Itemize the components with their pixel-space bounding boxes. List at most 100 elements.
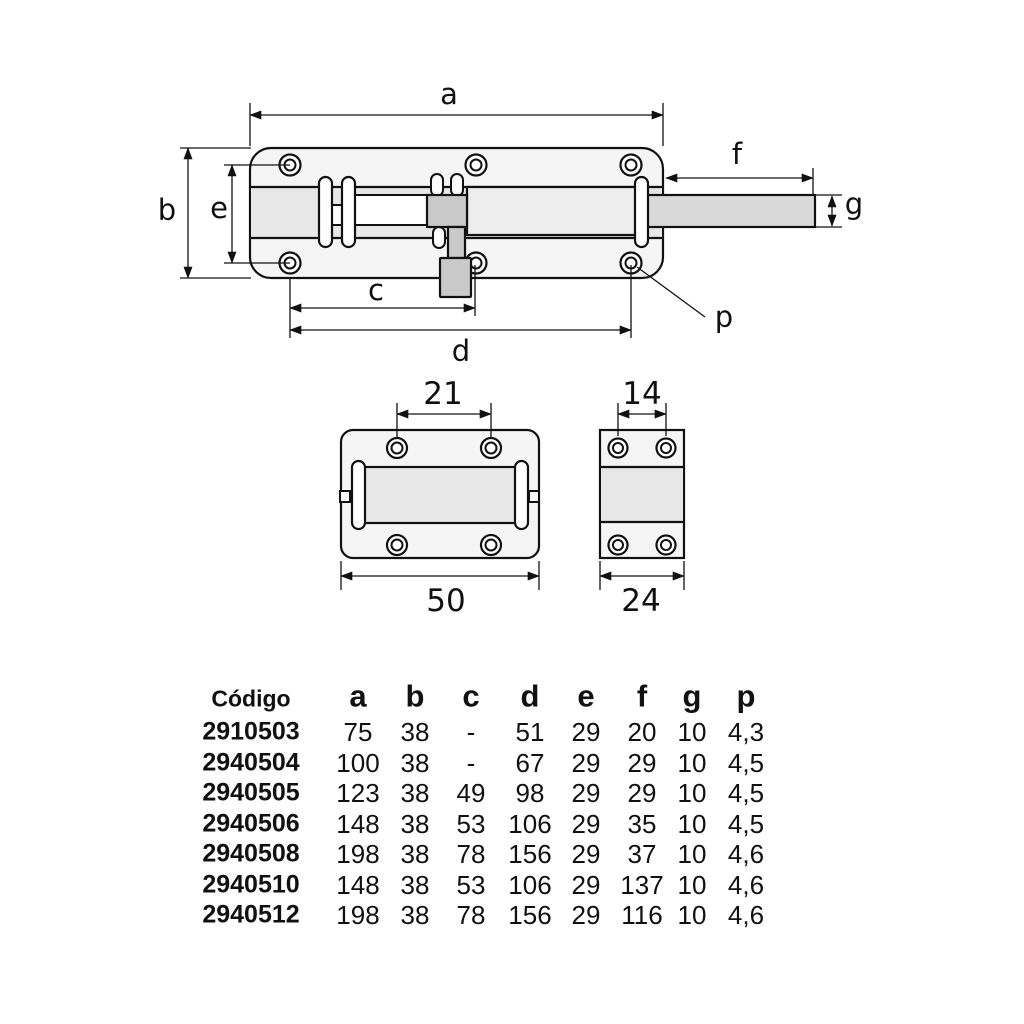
col-header-p: p <box>736 678 756 714</box>
dimension-value: 4,5 <box>727 808 765 839</box>
dimension-value: 148 <box>336 808 380 839</box>
dimension-value: 100 <box>336 747 380 778</box>
dim-label-f: f <box>732 137 743 171</box>
guide-slot <box>317 175 334 249</box>
screw-hole <box>385 533 409 557</box>
product-code: 2910503 <box>202 717 300 746</box>
dimension-value: 29 <box>571 747 601 778</box>
dim-label-c: c <box>368 273 384 307</box>
col-header-e: e <box>577 678 595 714</box>
dimension-value: 38 <box>400 717 430 747</box>
dimension-value: 10 <box>677 808 707 839</box>
dimension-value: 38 <box>400 747 430 778</box>
product-code: 2940510 <box>202 870 300 898</box>
product-code: 2940508 <box>202 839 300 868</box>
dimension-value: 4,6 <box>727 900 765 930</box>
dimension-value: 38 <box>400 839 430 869</box>
product-code: 2940512 <box>202 900 300 929</box>
screw-hole <box>607 534 629 556</box>
guide-slot <box>633 175 650 249</box>
dimension-value: 10 <box>677 869 707 900</box>
edge-notch <box>339 490 351 503</box>
dimension-value: 78 <box>456 900 486 930</box>
dimension-value: 29 <box>627 778 657 808</box>
screw-hole <box>464 153 488 177</box>
main-view <box>248 146 817 299</box>
screw-hole <box>479 533 503 557</box>
dim-label-24: 24 <box>621 583 660 619</box>
knob <box>438 256 473 299</box>
dimension-value: 29 <box>571 717 601 747</box>
dimension-value: 4,6 <box>727 839 765 869</box>
dimension-value: 10 <box>677 778 707 808</box>
dimension-value: 49 <box>456 778 486 808</box>
col-header-f: f <box>636 678 648 714</box>
screw-hole <box>619 251 643 275</box>
dimension-value: 4,3 <box>727 717 765 747</box>
dimension-value: 123 <box>336 778 380 808</box>
dimension-value: 29 <box>627 747 657 778</box>
dimension-value: 198 <box>336 839 380 869</box>
col-header-g: g <box>682 678 702 714</box>
col-header-d: d <box>520 678 540 714</box>
dimension-value: 37 <box>627 839 657 869</box>
dimension-value: 198 <box>336 900 380 930</box>
dimension-value: 67 <box>515 747 545 778</box>
dimension-value: 29 <box>571 900 601 930</box>
dimension-value: 29 <box>571 808 601 839</box>
col-header-b: b <box>405 678 425 714</box>
dimension-value: 38 <box>400 869 430 900</box>
dimension-value: 38 <box>400 900 430 930</box>
product-code: 2940505 <box>202 778 300 807</box>
dimension-value: 75 <box>343 717 373 747</box>
dim-label-14: 14 <box>622 376 661 412</box>
dim-label-50: 50 <box>426 583 465 619</box>
screw-hole <box>607 437 629 459</box>
slider-block <box>425 193 469 229</box>
dimension-value: 29 <box>571 869 601 900</box>
dimension-value: 20 <box>627 717 657 747</box>
dim-label-d: d <box>452 334 470 368</box>
dimension-value: 4,5 <box>727 778 765 808</box>
side-view: 14 24 <box>598 376 686 619</box>
dimension-value: 10 <box>677 747 707 778</box>
dimension-value: - <box>466 717 476 747</box>
channel-side <box>601 467 683 522</box>
guide-slot <box>350 459 367 531</box>
dimension-value: 38 <box>400 808 430 839</box>
dimension-value: 156 <box>508 839 552 869</box>
dim-label-a: a <box>440 77 458 111</box>
dimension-value: 53 <box>456 808 486 839</box>
dimension-value: 106 <box>508 808 552 839</box>
dimension-value: 106 <box>508 869 552 900</box>
guide-slot <box>340 175 357 249</box>
edge-notch <box>528 490 540 503</box>
dimension-value: - <box>466 747 476 778</box>
dimension-value: 10 <box>677 717 707 747</box>
screw-hole <box>655 437 677 459</box>
dimension-value: 38 <box>400 778 430 808</box>
dimension-value: 10 <box>677 839 707 869</box>
screw-hole <box>479 436 503 460</box>
main-view-dimensions: a b e f g c d p <box>158 77 863 368</box>
product-code: 2940504 <box>202 748 300 776</box>
col-header-a: a <box>349 678 367 714</box>
dimension-value: 29 <box>571 839 601 869</box>
dimension-value: 98 <box>515 778 545 808</box>
dimension-value: 116 <box>621 900 663 930</box>
dimension-value: 148 <box>336 869 380 900</box>
dim-label-b: b <box>158 193 176 227</box>
screw-hole <box>619 153 643 177</box>
screw-hole <box>385 436 409 460</box>
screw-hole <box>655 534 677 556</box>
dimension-value: 53 <box>456 869 486 900</box>
dimension-value: 78 <box>456 839 486 869</box>
dimension-value: 156 <box>508 900 552 930</box>
dimension-value: 4,5 <box>727 747 765 778</box>
dimension-value: 51 <box>515 717 545 747</box>
front-view: 21 50 <box>339 376 541 619</box>
dim-label-p: p <box>715 300 733 334</box>
